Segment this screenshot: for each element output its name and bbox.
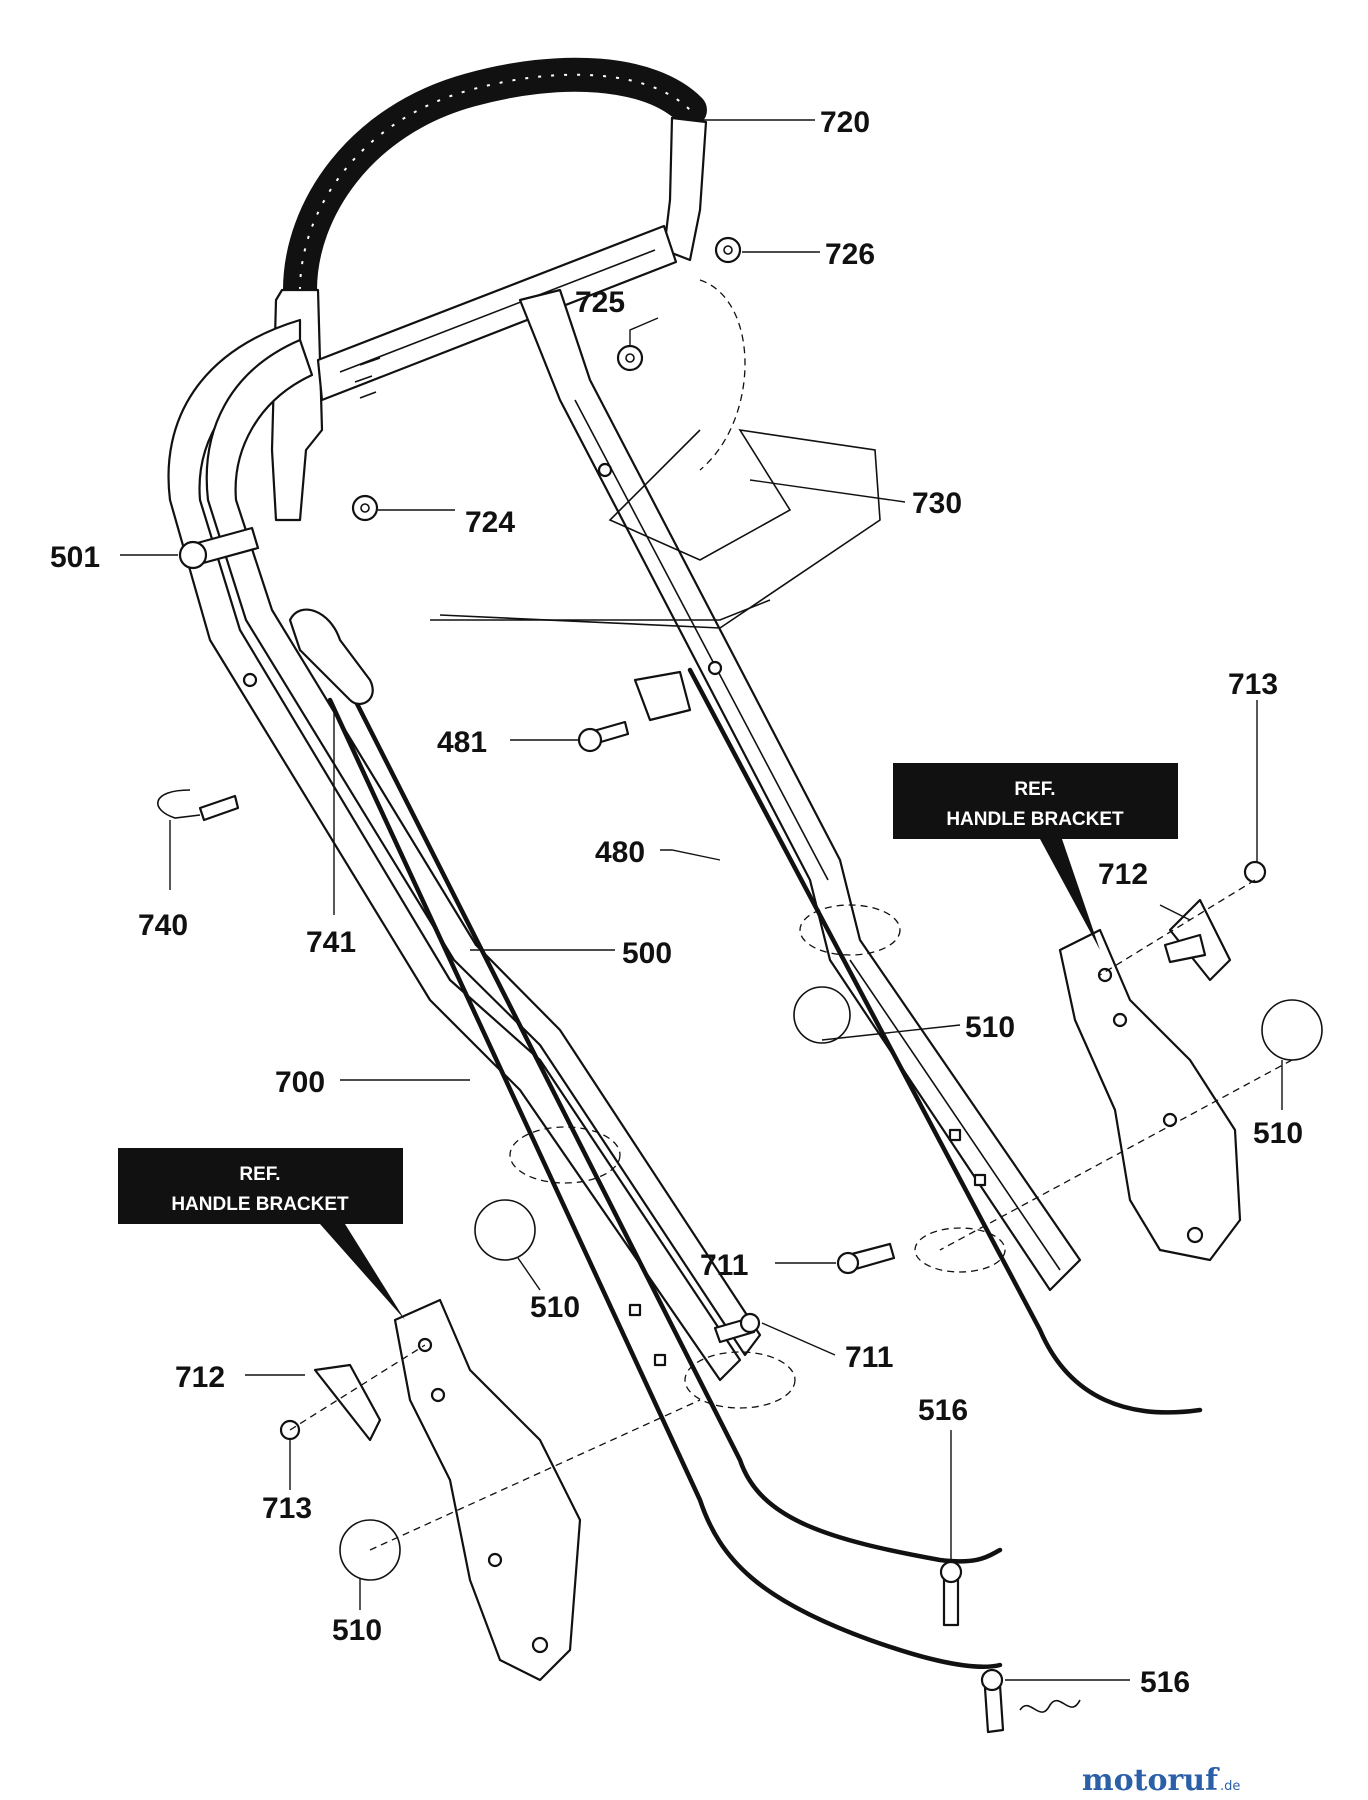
handle-bracket-right <box>1058 928 1242 1262</box>
part-label-510-a: 510 <box>965 1011 1015 1044</box>
watermark-text: motoruf <box>1082 1763 1220 1798</box>
part-label-510-b: 510 <box>1253 1117 1303 1150</box>
part-label-713-lower: 713 <box>262 1492 312 1525</box>
part-label-713-upper: 713 <box>1228 668 1278 701</box>
ref-box-left-line1: REF. <box>239 1164 280 1185</box>
control-cables <box>288 428 1203 1669</box>
part-label-500: 500 <box>622 937 672 970</box>
part-label-712-upper: 712 <box>1098 858 1148 891</box>
part-label-510-c: 510 <box>530 1291 580 1324</box>
part-label-740: 740 <box>138 909 188 942</box>
part-label-741: 741 <box>306 926 356 959</box>
part-label-480: 480 <box>595 836 645 869</box>
ref-box-left-line2: HANDLE BRACKET <box>171 1194 349 1215</box>
handle-bracket-left <box>393 1298 582 1682</box>
part-label-720: 720 <box>820 106 870 139</box>
part-labels: 720 726 725 724 730 501 713 481 480 712 … <box>50 106 1303 1699</box>
part-label-516-a: 516 <box>918 1394 968 1427</box>
watermark-suffix: .de <box>1220 1779 1240 1794</box>
ref-box-right: REF. HANDLE BRACKET <box>893 763 1178 950</box>
lower-handle-frame <box>167 288 1082 1382</box>
part-label-501: 501 <box>50 541 100 574</box>
part-label-724: 724 <box>465 506 515 539</box>
ref-box-right-line1: REF. <box>1014 779 1055 800</box>
leader-lines <box>120 119 1283 1681</box>
part-label-726: 726 <box>825 238 875 271</box>
part-label-711-b: 711 <box>845 1341 893 1374</box>
part-label-725: 725 <box>575 286 625 319</box>
ref-box-left: REF. HANDLE BRACKET <box>118 1148 405 1320</box>
part-label-711-a: 711 <box>700 1249 748 1282</box>
part-label-510-d: 510 <box>332 1614 382 1647</box>
part-label-712-lower: 712 <box>175 1361 225 1394</box>
part-label-481: 481 <box>437 726 487 759</box>
ref-box-right-line2: HANDLE BRACKET <box>946 809 1124 830</box>
watermark-logo: motoruf .de <box>1082 1763 1241 1798</box>
part-label-700: 700 <box>275 1066 325 1099</box>
part-label-516-b: 516 <box>1140 1666 1190 1699</box>
upper-handle-frame <box>270 57 708 522</box>
assembly-guides <box>289 279 1293 1551</box>
part-label-730: 730 <box>912 487 962 520</box>
hardware-parts <box>157 236 1323 1734</box>
